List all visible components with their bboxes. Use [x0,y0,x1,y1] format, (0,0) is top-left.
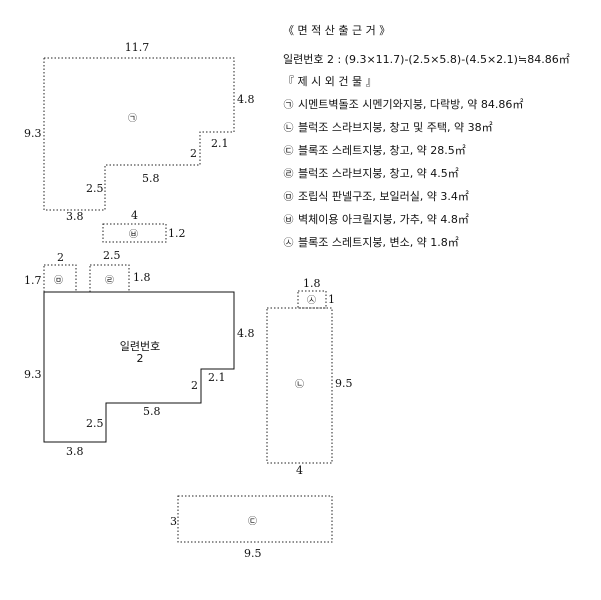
legend-text: 벽체이용 아크릴지붕, 가추, 약 4.8㎡ [298,213,469,226]
legend-item-4: ㉣ 블럭조 스라브지붕, 창고, 약 4.5㎡ [283,168,459,180]
legend-symbol: ㉠ [283,100,294,111]
legend-text: 블럭조 스라브지붕, 창고, 약 4.5㎡ [298,167,459,180]
main-building-label-line2: 2 [137,352,144,365]
annex-e-symbol: ㉢ [248,516,257,527]
annex-s-symbol: ㉦ [307,295,316,306]
legend-item-2: ㉡ 블럭조 스라브지붕, 창고 및 주택, 약 38㎡ [283,122,493,134]
top-dim-top: 11.7 [125,41,150,54]
annex-h-width: 4 [131,209,138,222]
main-dim-step1: 2.1 [208,371,226,384]
annex-b-symbol: ㉡ [295,379,304,390]
top-building-symbol: ㉠ [128,113,137,124]
main-dim-right: 4.8 [237,327,255,340]
top-dim-right: 4.8 [237,93,255,106]
legend-item-6: ㉥ 벽체이용 아크릴지붕, 가추, 약 4.8㎡ [283,214,469,226]
top-dim-step2-v: 2.5 [86,182,104,195]
legend-text: 조립식 판넬구조, 보일러실, 약 3.4㎡ [298,190,469,203]
legend-text: 블록조 스레트지붕, 창고, 약 28.5㎡ [298,144,466,157]
annex-b-outline [266,307,333,464]
top-dim-step1-v: 2 [190,147,197,160]
legend-symbol: ㉣ [283,169,294,180]
main-dim-left: 9.3 [24,368,42,381]
main-dim-mid: 5.8 [143,405,161,418]
annex-h-symbol: ㉥ [129,229,138,240]
top-dim-mid: 5.8 [142,172,160,185]
main-dim-step1-v: 2 [191,379,198,392]
annex-d-height: 1.7 [24,274,42,287]
annex-e-width: 9.5 [244,547,262,560]
annex-c-symbol: ㉣ [105,275,114,286]
legend-title: 《 면 적 산 출 근 거 》 [283,24,391,37]
legend-symbol: ㉦ [283,238,294,249]
annex-d-width: 2 [57,251,64,264]
legend-item-1: ㉠ 시멘트벽돌조 시멘기와지붕, 다락방, 약 84.86㎡ [283,98,524,111]
annex-b-height: 9.5 [335,377,353,390]
annex-c-height: 1.8 [133,271,151,284]
annex-s-height: 1 [328,293,335,306]
main-dim-bottom: 3.8 [66,445,84,458]
annex-h-outline [102,223,167,243]
legend-item-3: ㉢ 블록조 스레트지붕, 창고, 약 28.5㎡ [283,145,466,157]
legend-symbol: ㉡ [283,123,294,134]
annex-d-symbol: ㉤ [54,275,63,286]
annex-s-outline [297,290,327,309]
main-building-label-line1: 일련번호 [120,339,160,353]
main-building-outline [43,291,235,443]
annex-h-height: 1.2 [168,227,186,240]
annex-b-width: 4 [296,464,303,477]
legend-symbol: ㉢ [283,146,294,157]
area-formula: 일련번호 2 : (9.3×11.7)-(2.5×5.8)-(4.5×2.1)≒… [283,53,570,66]
legend-text: 블럭조 스라브지붕, 창고 및 주택, 약 38㎡ [298,121,493,134]
exclusions-title: 『 제 시 외 건 물 』 [283,75,377,88]
legend-symbol: ㉤ [283,192,294,203]
legend-item-5: ㉤ 조립식 판넬구조, 보일러실, 약 3.4㎡ [283,191,469,203]
top-building-outline [43,57,235,211]
top-dim-step1: 2.1 [211,137,229,150]
legend-text: 블록조 스레트지붕, 변소, 약 1.8㎡ [298,236,459,249]
annex-e-height: 3 [170,515,177,528]
legend-item-7: ㉦ 블록조 스레트지붕, 변소, 약 1.8㎡ [283,237,459,249]
top-dim-left: 9.3 [24,127,42,140]
main-dim-step2-v: 2.5 [86,417,104,430]
legend-symbol: ㉥ [283,215,294,226]
annex-e-outline [177,495,333,543]
legend-text: 시멘트벽돌조 시멘기와지붕, 다락방, 약 84.86㎡ [298,98,524,111]
top-dim-bottom: 3.8 [66,210,84,223]
annex-s-width: 1.8 [303,277,321,290]
annex-c-width: 2.5 [103,249,121,262]
